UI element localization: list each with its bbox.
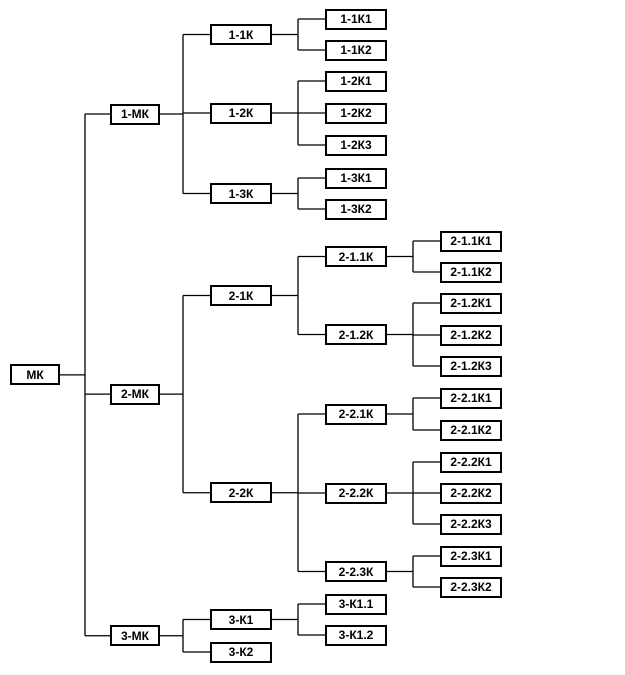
node-1-3к1: 1-3К1 [325,167,387,189]
node-1-2к1: 1-2К1 [325,70,387,92]
node-1-1к: 1-1К [210,24,272,45]
node-2-2-2к2: 2-2.2К2 [440,482,502,504]
node-2-1-1к1: 2-1.1К1 [440,230,502,252]
node-2-2-2к: 2-2.2К [325,482,387,504]
node-3-к1-1: 3-К1.1 [325,593,387,615]
node-2-1к: 2-1К [210,285,272,306]
node-3-мк: 3-МК [110,625,160,647]
node-1-2к3: 1-2К3 [325,134,387,156]
node-1-2к: 1-2К [210,102,272,124]
node-2-мк: 2-МК [110,383,160,405]
node-3-к1-2: 3-К1.2 [325,624,387,646]
node-2-1-2к: 2-1.2К [325,324,387,345]
node-1-2к2: 1-2К2 [325,102,387,124]
node-2-1-1к2: 2-1.1К2 [440,261,502,283]
node-1-1к2: 1-1К2 [325,39,387,61]
node-2-1-2к2: 2-1.2К2 [440,324,502,346]
node-2-2-3к2: 2-2.3К2 [440,576,502,598]
node-2-2-1к1: 2-2.1К1 [440,387,502,409]
node-3-к2: 3-К2 [210,641,272,663]
node-2-1-1к: 2-1.1К [325,246,387,267]
node-1-мк: 1-МК [110,103,160,125]
node-2-2к: 2-2К [210,482,272,504]
node-1-1к1: 1-1К1 [325,8,387,30]
node-2-2-2к3: 2-2.2К3 [440,513,502,535]
node-2-2-3к: 2-2.3К [325,561,387,582]
node-2-1-2к3: 2-1.2К3 [440,355,502,377]
node-1-3к2: 1-3К2 [325,198,387,220]
node-мк: МК [10,364,60,386]
node-2-2-3к1: 2-2.3К1 [440,545,502,567]
node-2-1-2к1: 2-1.2К1 [440,292,502,314]
node-1-3к: 1-3К [210,183,272,204]
node-2-2-2к1: 2-2.2К1 [440,451,502,473]
node-2-2-1к: 2-2.1К [325,403,387,425]
node-2-2-1к2: 2-2.1К2 [440,419,502,441]
node-3-к1: 3-К1 [210,609,272,630]
